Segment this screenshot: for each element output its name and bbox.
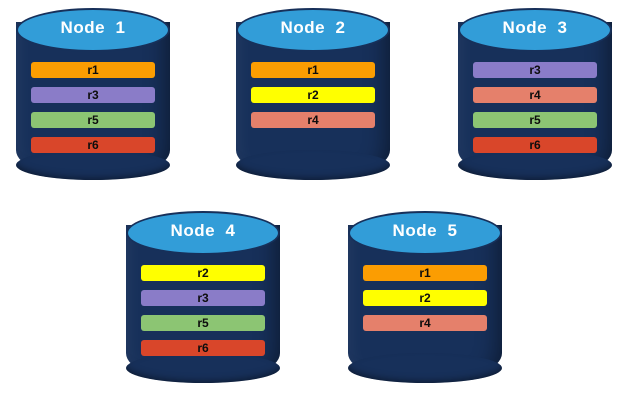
cylinder-top-ellipse xyxy=(16,8,170,52)
replica-bar-r5[interactable]: r5 xyxy=(31,112,155,128)
cylinder-top-ellipse xyxy=(348,211,502,255)
node-2[interactable]: Node 2 r1 r2 r4 xyxy=(228,4,398,189)
cylinder-bottom-ellipse xyxy=(16,150,170,180)
replica-stack: r2 r3 r5 r6 xyxy=(126,265,280,356)
node-3[interactable]: Node 3 r3 r4 r5 r6 xyxy=(450,4,620,189)
node-1[interactable]: Node 1 r1 r3 r5 r6 xyxy=(8,4,178,189)
replica-stack: r3 r4 r5 r6 xyxy=(458,62,612,153)
cylinder-bottom-ellipse xyxy=(458,150,612,180)
node-4[interactable]: Node 4 r2 r3 r5 r6 xyxy=(118,207,288,392)
cylinder-bottom-ellipse xyxy=(236,150,390,180)
cylinder-top-ellipse xyxy=(126,211,280,255)
replica-bar-r3[interactable]: r3 xyxy=(141,290,265,306)
replica-bar-r5[interactable]: r5 xyxy=(473,112,597,128)
replica-bar-r4[interactable]: r4 xyxy=(251,112,375,128)
replica-bar-r5[interactable]: r5 xyxy=(141,315,265,331)
cylinder-bottom-ellipse xyxy=(126,353,280,383)
replica-stack: r1 r3 r5 r6 xyxy=(16,62,170,153)
replica-bar-r6[interactable]: r6 xyxy=(473,137,597,153)
replica-bar-r4[interactable]: r4 xyxy=(473,87,597,103)
replica-bar-r1[interactable]: r1 xyxy=(251,62,375,78)
cylinder-top-ellipse xyxy=(236,8,390,52)
replica-bar-r1[interactable]: r1 xyxy=(31,62,155,78)
node-4-title: Node 4 xyxy=(170,221,236,240)
cylinder-top-ellipse xyxy=(458,8,612,52)
replica-bar-r6[interactable]: r6 xyxy=(141,340,265,356)
replica-bar-r2[interactable]: r2 xyxy=(251,87,375,103)
node-2-title: Node 2 xyxy=(280,18,346,37)
replica-bar-r3[interactable]: r3 xyxy=(473,62,597,78)
cylinder-bottom-ellipse xyxy=(348,353,502,383)
node-1-title: Node 1 xyxy=(60,18,126,37)
replica-bar-r6[interactable]: r6 xyxy=(31,137,155,153)
replica-stack: r1 r2 r4 xyxy=(236,62,390,128)
node-5[interactable]: Node 5 r1 r2 r4 xyxy=(340,207,510,392)
replica-bar-r2[interactable]: r2 xyxy=(363,290,487,306)
node-5-title: Node 5 xyxy=(392,221,458,240)
replica-bar-r2[interactable]: r2 xyxy=(141,265,265,281)
replica-bar-r4[interactable]: r4 xyxy=(363,315,487,331)
replica-bar-r1[interactable]: r1 xyxy=(363,265,487,281)
replica-stack: r1 r2 r4 xyxy=(348,265,502,331)
node-3-title: Node 3 xyxy=(502,18,568,37)
replica-bar-r3[interactable]: r3 xyxy=(31,87,155,103)
